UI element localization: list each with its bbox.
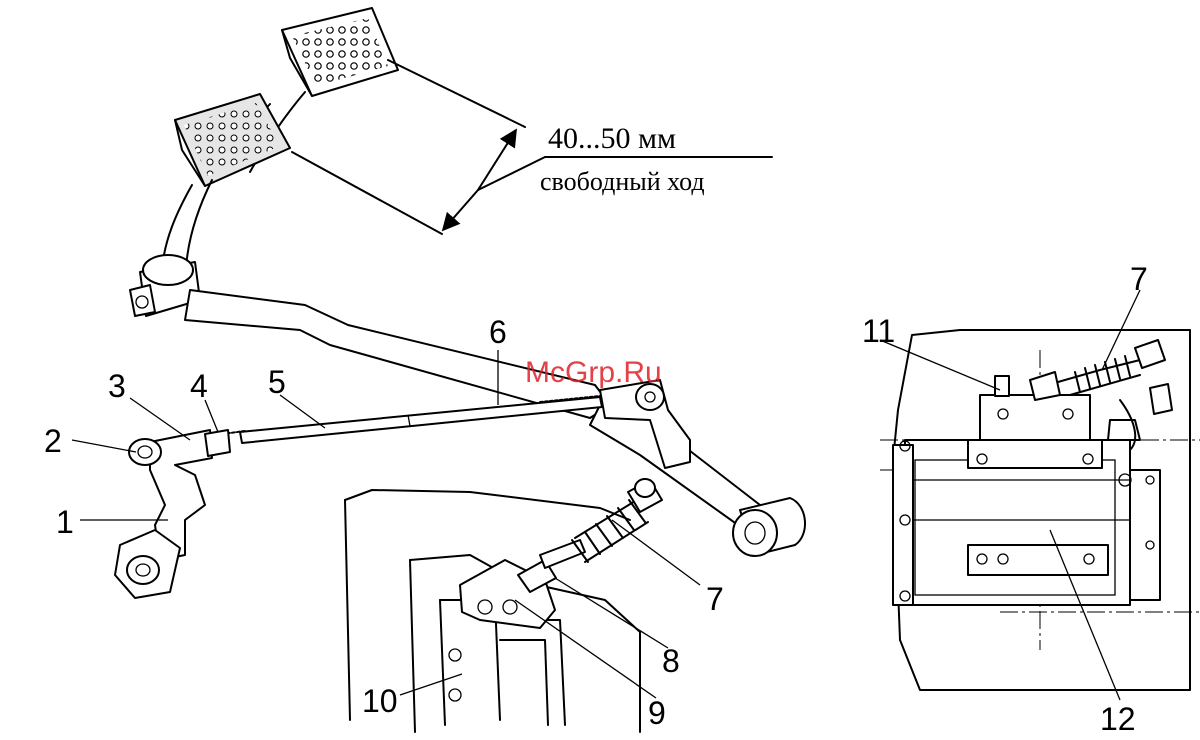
return-spring — [517, 478, 663, 593]
lower-lever — [589, 404, 807, 557]
callout-7: 7 — [706, 581, 724, 617]
callout-6: 6 — [489, 314, 507, 350]
pedal-lower — [161, 93, 291, 269]
push-rod — [221, 395, 603, 444]
callout-11: 11 — [862, 313, 895, 349]
callout-7-inset: 7 — [1130, 261, 1148, 297]
pedal-upper — [224, 7, 399, 173]
callout-2: 2 — [44, 423, 62, 459]
callout-5: 5 — [268, 364, 286, 400]
callout-12: 12 — [1100, 701, 1136, 737]
callout-10: 10 — [362, 683, 398, 719]
callout-4: 4 — [190, 368, 208, 404]
callout-1: 1 — [56, 504, 74, 540]
watermark: McGrp.Ru — [525, 356, 662, 389]
fork-lever — [599, 379, 691, 469]
free-play-dimension: 40...50 мм свободный ход — [291, 59, 773, 235]
leader-lines — [71, 289, 1141, 701]
inset-gearbox-view — [880, 329, 1200, 691]
dimension-value: 40...50 мм — [548, 122, 676, 155]
dimension-caption: свободный ход — [540, 167, 705, 196]
pedal-shaft-lever — [129, 254, 611, 419]
callout-8: 8 — [662, 643, 680, 679]
callout-9: 9 — [648, 695, 666, 731]
release-lever — [114, 429, 231, 599]
callout-3: 3 — [108, 368, 126, 404]
